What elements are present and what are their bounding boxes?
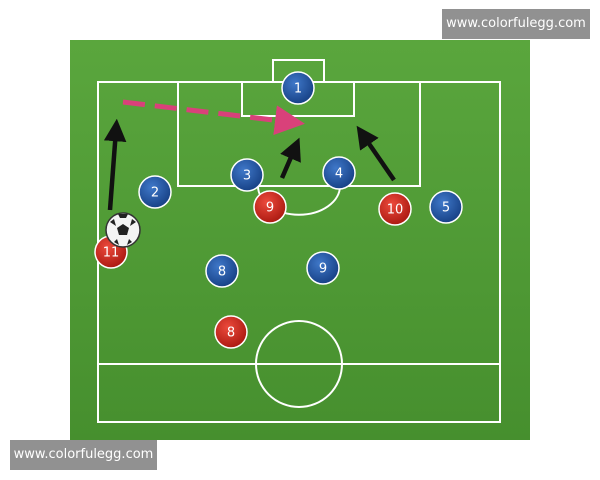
player-disc (138, 175, 172, 209)
player-disc (429, 190, 463, 224)
pass-arrow (122, 99, 305, 136)
centre-circle (255, 320, 343, 408)
player-disc (214, 315, 248, 349)
player-number: 8 (218, 265, 226, 280)
watermark-top: www.colorfulegg.com (442, 9, 590, 39)
player-number: 9 (319, 262, 327, 277)
player-disc (281, 71, 315, 105)
player-number: 5 (442, 201, 450, 216)
player-number: 2 (151, 186, 159, 201)
player-disc (253, 190, 287, 224)
player-number: 11 (103, 246, 120, 261)
run-arrow-striker (279, 137, 301, 179)
player-number: 3 (243, 169, 251, 184)
watermark-bottom: www.colorfulegg.com (10, 440, 157, 470)
player-number: 4 (335, 167, 343, 182)
player-blue-9: 9 (306, 251, 340, 285)
player-blue-4: 4 (322, 156, 356, 190)
run-arrow-wing (103, 118, 127, 211)
player-blue-8: 8 (205, 254, 239, 288)
player-blue-1: 1 (281, 71, 315, 105)
player-number: 10 (387, 203, 404, 218)
player-blue-5: 5 (429, 190, 463, 224)
run-arrow-winger (356, 125, 396, 182)
players: 1 2 3 4 5 8 9 9 10 11 8 (94, 71, 463, 349)
player-red-9: 9 (253, 190, 287, 224)
player-number: 8 (227, 326, 235, 341)
player-number: 9 (266, 201, 274, 216)
player-blue-2: 2 (138, 175, 172, 209)
player-red-8: 8 (214, 315, 248, 349)
player-blue-3: 3 (230, 158, 264, 192)
player-number: 1 (294, 82, 302, 97)
player-disc (306, 251, 340, 285)
player-disc (205, 254, 239, 288)
player-disc (322, 156, 356, 190)
player-disc (378, 192, 412, 226)
ball-icon (105, 212, 141, 248)
player-disc (230, 158, 264, 192)
player-red-10: 10 (378, 192, 412, 226)
